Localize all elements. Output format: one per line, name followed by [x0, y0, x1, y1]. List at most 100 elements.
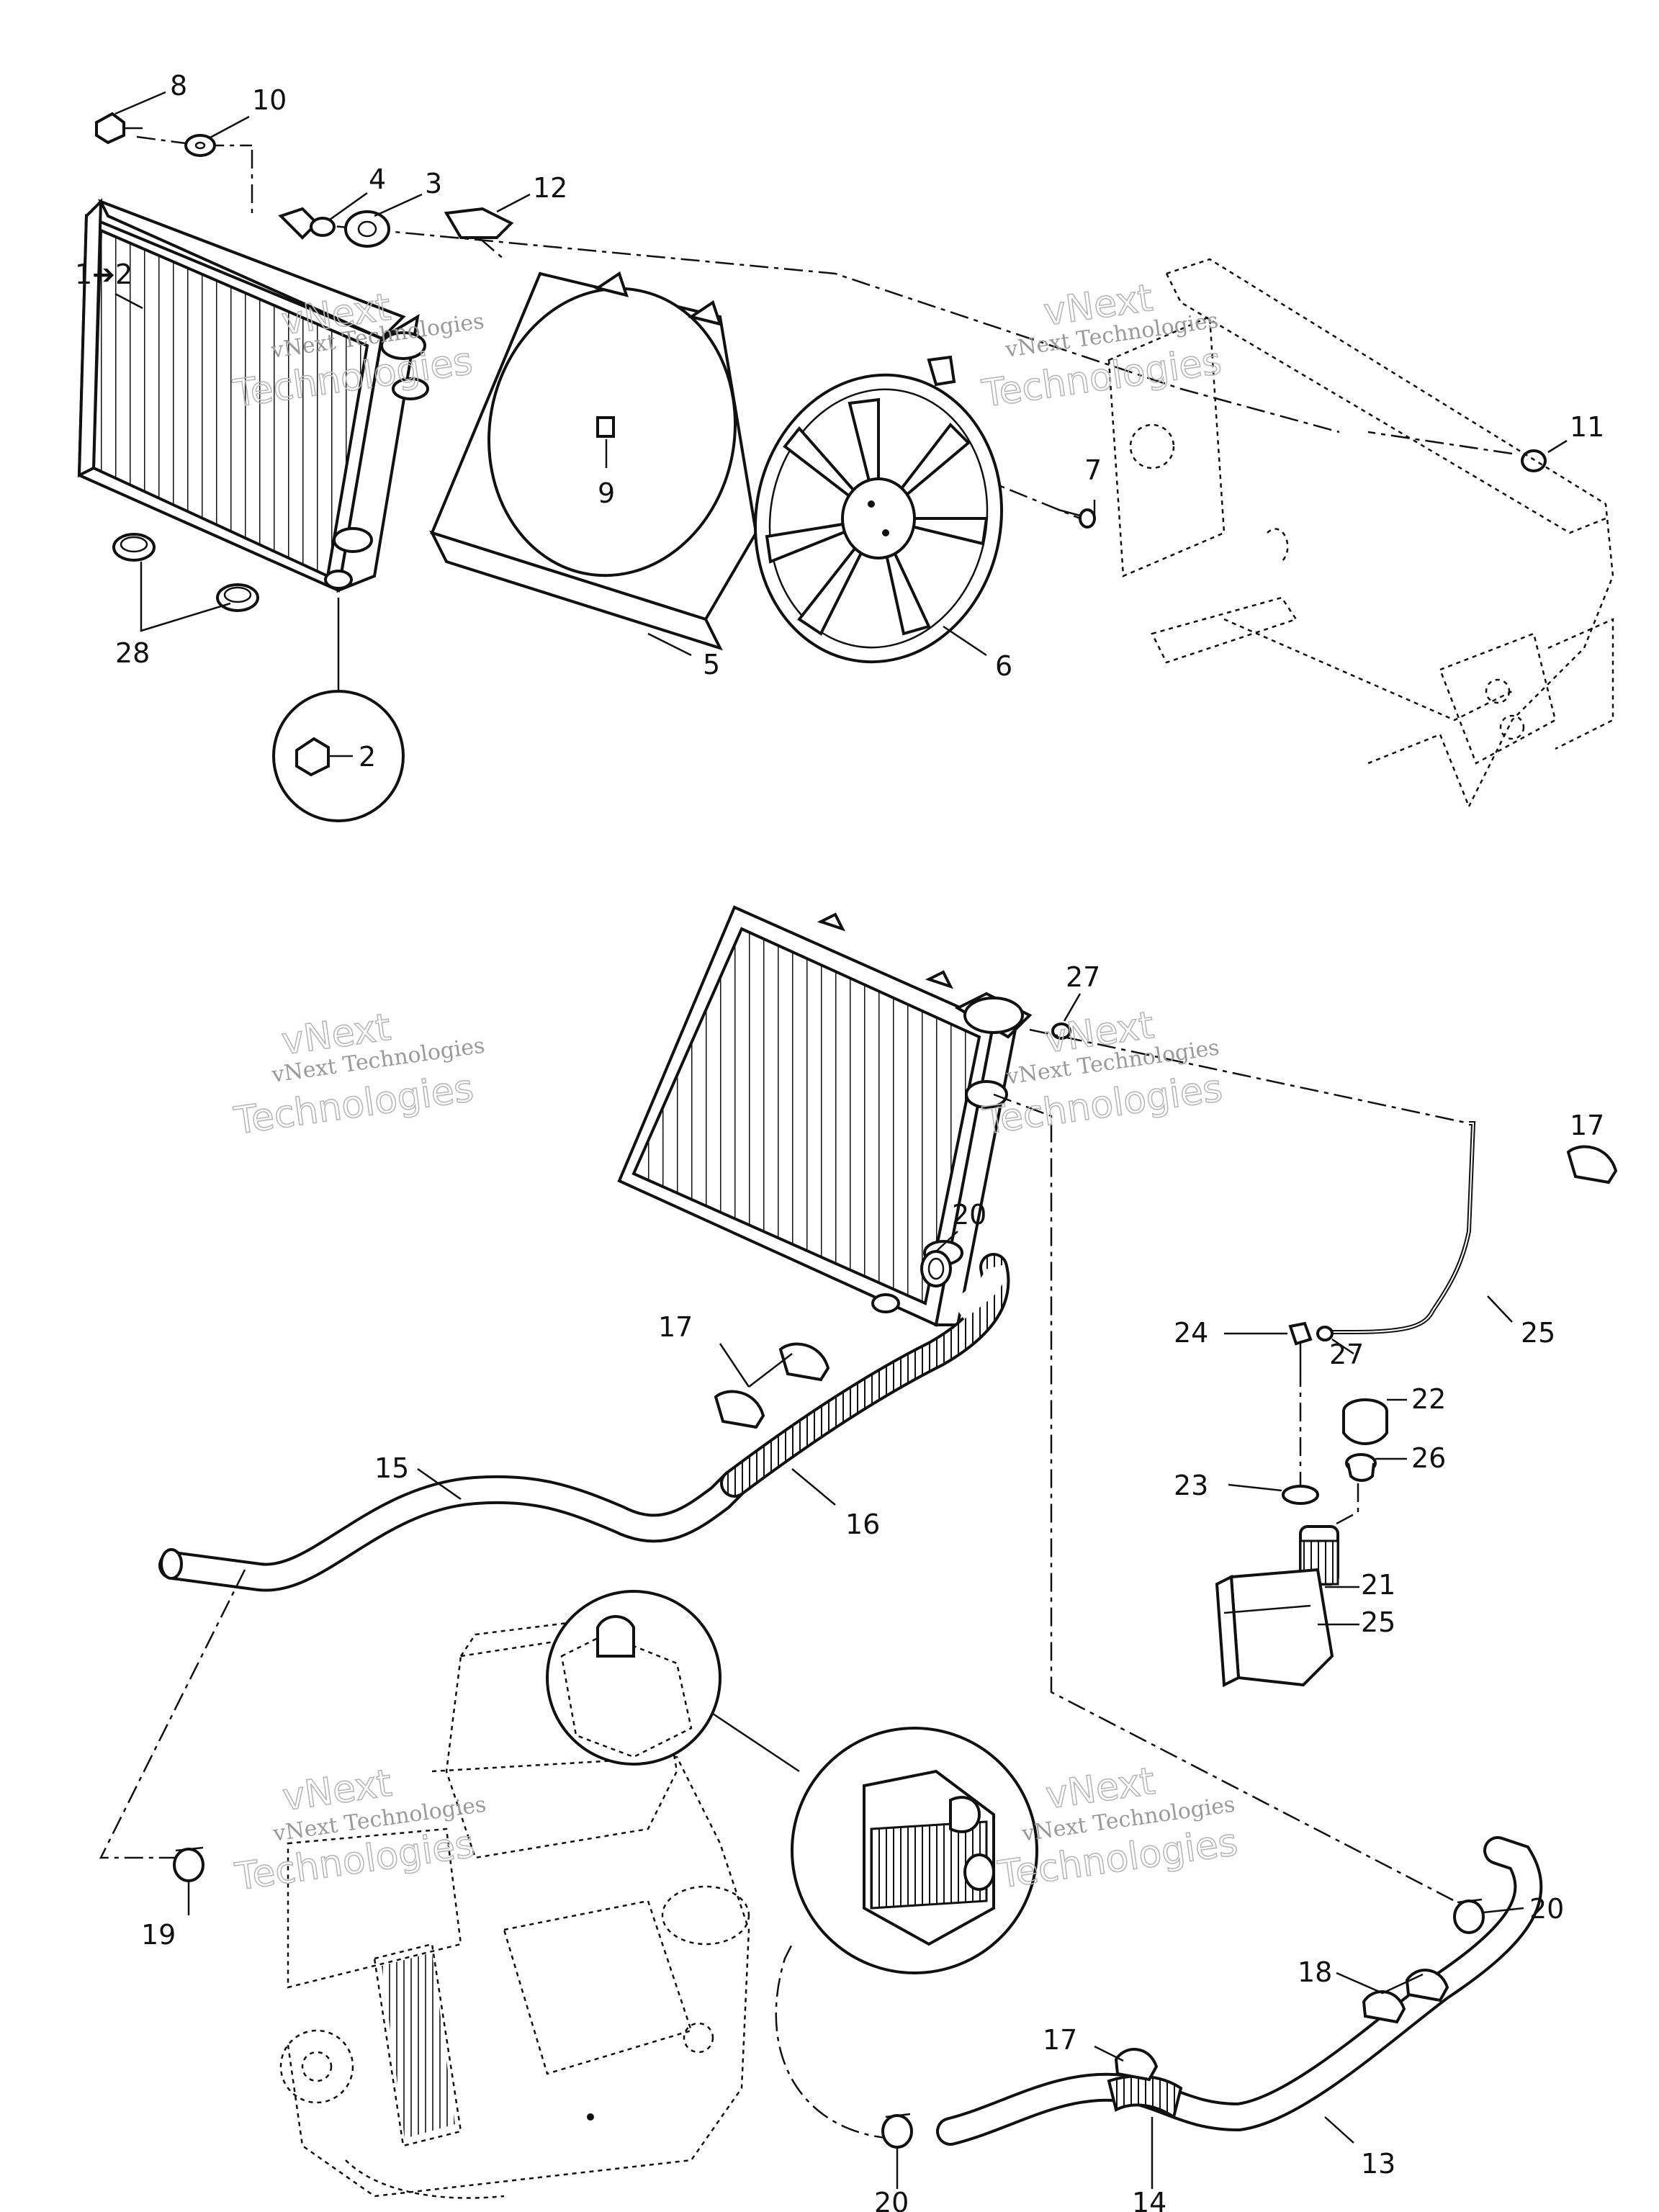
leader: [374, 193, 423, 217]
leader: [1324, 2116, 1354, 2144]
leader: [329, 192, 368, 221]
detail-circle-thermostat: [546, 1590, 1038, 1974]
nut-11: [1521, 449, 1547, 472]
leader: [1094, 2045, 1124, 2062]
top-assembly: [77, 91, 1614, 822]
callout-10: 10: [252, 84, 287, 116]
callout-15: 15: [374, 1452, 409, 1484]
callout-25-upper: 25: [1521, 1317, 1555, 1349]
clamp-19: [173, 1846, 204, 1882]
coupler-14: [1107, 2074, 1183, 2120]
fan-6: [754, 355, 1003, 664]
callout-6: 6: [995, 650, 1012, 682]
leader: [719, 1343, 793, 1388]
callout-labels: 8 10 4 3 12 1➔2 9 7 11 28 5 6 2 27 17 20…: [75, 70, 1604, 2212]
nut-4: [310, 217, 336, 237]
leader: [1331, 1338, 1354, 1355]
clamp-20-upper: [920, 1250, 952, 1287]
clamp-20-right: [1453, 1898, 1485, 1934]
watermarks: vNext vNext Technologies Technologies vN…: [230, 276, 1241, 1899]
callout-26: 26: [1411, 1442, 1446, 1474]
gasket-26: [1345, 1453, 1377, 1482]
callout-20-lower: 20: [874, 2187, 909, 2212]
callout-7: 7: [1084, 454, 1102, 486]
leader: [935, 1231, 958, 1252]
bottom-assembly: [99, 905, 1618, 2199]
leader: [1483, 1907, 1524, 1914]
leader: [114, 91, 166, 115]
leader: [1228, 1483, 1282, 1492]
screw-7: [1058, 508, 1096, 529]
retainer-17c: [1566, 1145, 1618, 1184]
reservoir-21: [1215, 1483, 1359, 1688]
callout-27-lower: 27: [1329, 1339, 1364, 1370]
clamp-20-lower: [881, 2113, 913, 2149]
leader: [791, 1468, 836, 1506]
fitting-24: [1288, 1321, 1313, 1368]
callout-16: 16: [845, 1509, 880, 1540]
callout-4: 4: [369, 163, 386, 195]
callout-20-upper: 20: [952, 1199, 986, 1231]
callout-13: 13: [1361, 2148, 1395, 2180]
cap-12: [444, 207, 514, 239]
retainer-17a: [778, 1342, 830, 1382]
leader: [943, 625, 987, 657]
callout-3: 3: [425, 168, 442, 199]
callout-9: 9: [598, 477, 615, 509]
callout-21: 21: [1361, 1569, 1395, 1601]
leader: [417, 1467, 462, 1501]
leader: [647, 632, 692, 657]
retainer-18a: [1362, 1990, 1406, 2024]
overflow-hose-25: [1029, 1028, 1476, 1334]
retainer-17d: [1114, 2048, 1159, 2082]
callout-22: 22: [1411, 1383, 1446, 1415]
callout-14: 14: [1132, 2187, 1166, 2212]
callout-25-lower: 25: [1361, 1606, 1395, 1638]
radiator-top: [77, 198, 429, 593]
callout-17-lower: 17: [1043, 2024, 1077, 2056]
watermark-1: vNext vNext Technologies Technologies: [230, 285, 486, 417]
hose-13: [775, 1836, 1543, 2146]
leader: [1547, 439, 1568, 454]
grommet-28a: [112, 533, 156, 562]
callout-28: 28: [115, 637, 150, 669]
hose-15: [158, 1469, 749, 1592]
callout-2: 2: [359, 741, 376, 773]
callout-19: 19: [141, 1919, 176, 1951]
washer-10: [184, 134, 216, 157]
leader: [140, 562, 231, 632]
alignment-line: [993, 1093, 1455, 1902]
fan-shroud-5: [429, 271, 758, 651]
radiator-bottom: [617, 905, 1033, 1327]
leader: [1487, 1295, 1513, 1323]
watermark-5: vNext vNext Technologies Technologies: [232, 1761, 488, 1899]
watermark-2: vNext vNext Technologies Technologies: [979, 276, 1225, 416]
callout-23: 23: [1174, 1470, 1208, 1501]
svg-text:Technologies: Technologies: [231, 1067, 476, 1143]
callout-20-right: 20: [1529, 1893, 1564, 1925]
callout-1-to-2: 1➔2: [75, 258, 132, 290]
callout-17-left: 17: [658, 1311, 693, 1343]
callout-11: 11: [1570, 411, 1604, 443]
leader: [208, 115, 250, 140]
callout-17-right: 17: [1570, 1110, 1604, 1141]
bolt-8: [95, 112, 143, 145]
callout-24: 24: [1174, 1317, 1208, 1349]
grommet-3: [344, 210, 390, 248]
watermark-3: vNext vNext Technologies Technologies: [230, 1005, 486, 1143]
fitting-27-lower: [1316, 1326, 1334, 1341]
callout-27-top: 27: [1066, 961, 1100, 993]
washer-23: [1282, 1485, 1319, 1505]
callout-5: 5: [703, 649, 720, 680]
hose-16-corrugated: [720, 1253, 1010, 1498]
leader: [1063, 993, 1082, 1022]
leader: [114, 292, 143, 310]
reservoir-cap-22: [1342, 1398, 1388, 1445]
leader: [1336, 1972, 1424, 1995]
callout-18: 18: [1298, 1956, 1332, 1988]
vehicle-frame: [1107, 258, 1614, 807]
callout-8: 8: [170, 70, 187, 102]
alignment-line: [99, 1569, 246, 1859]
retainer-17b: [714, 1390, 765, 1429]
leader: [496, 193, 531, 213]
